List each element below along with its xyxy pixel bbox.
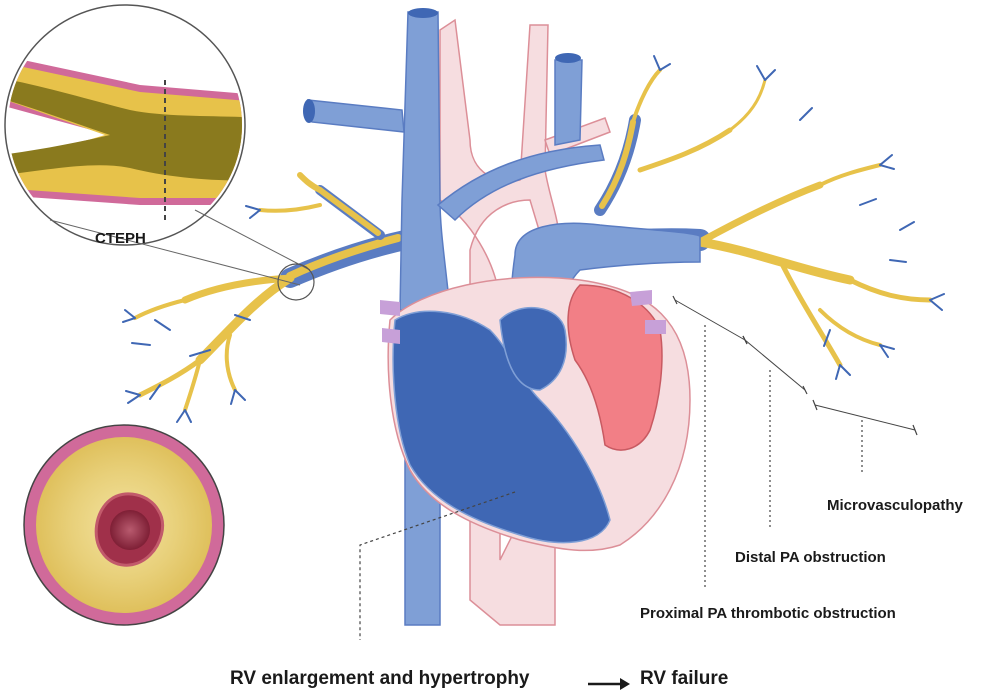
rv-failure-label: RV failure bbox=[640, 668, 729, 689]
annotation-leaders bbox=[359, 295, 918, 640]
rv-enlargement-label: RV enlargement and hypertrophy bbox=[230, 668, 530, 689]
cteph-label: CTEPH bbox=[95, 230, 146, 247]
proximal-pa-label: Proximal PA thrombotic obstruction bbox=[640, 605, 896, 622]
cteph-inset bbox=[4, 4, 315, 301]
arrow-icon bbox=[588, 678, 630, 690]
vena-cava bbox=[303, 8, 605, 626]
distal-pa-label: Distal PA obstruction bbox=[735, 549, 886, 566]
vessel-cross-section bbox=[23, 424, 225, 626]
heart bbox=[380, 276, 691, 552]
microvasculopathy-label: Microvasculopathy bbox=[827, 497, 963, 514]
